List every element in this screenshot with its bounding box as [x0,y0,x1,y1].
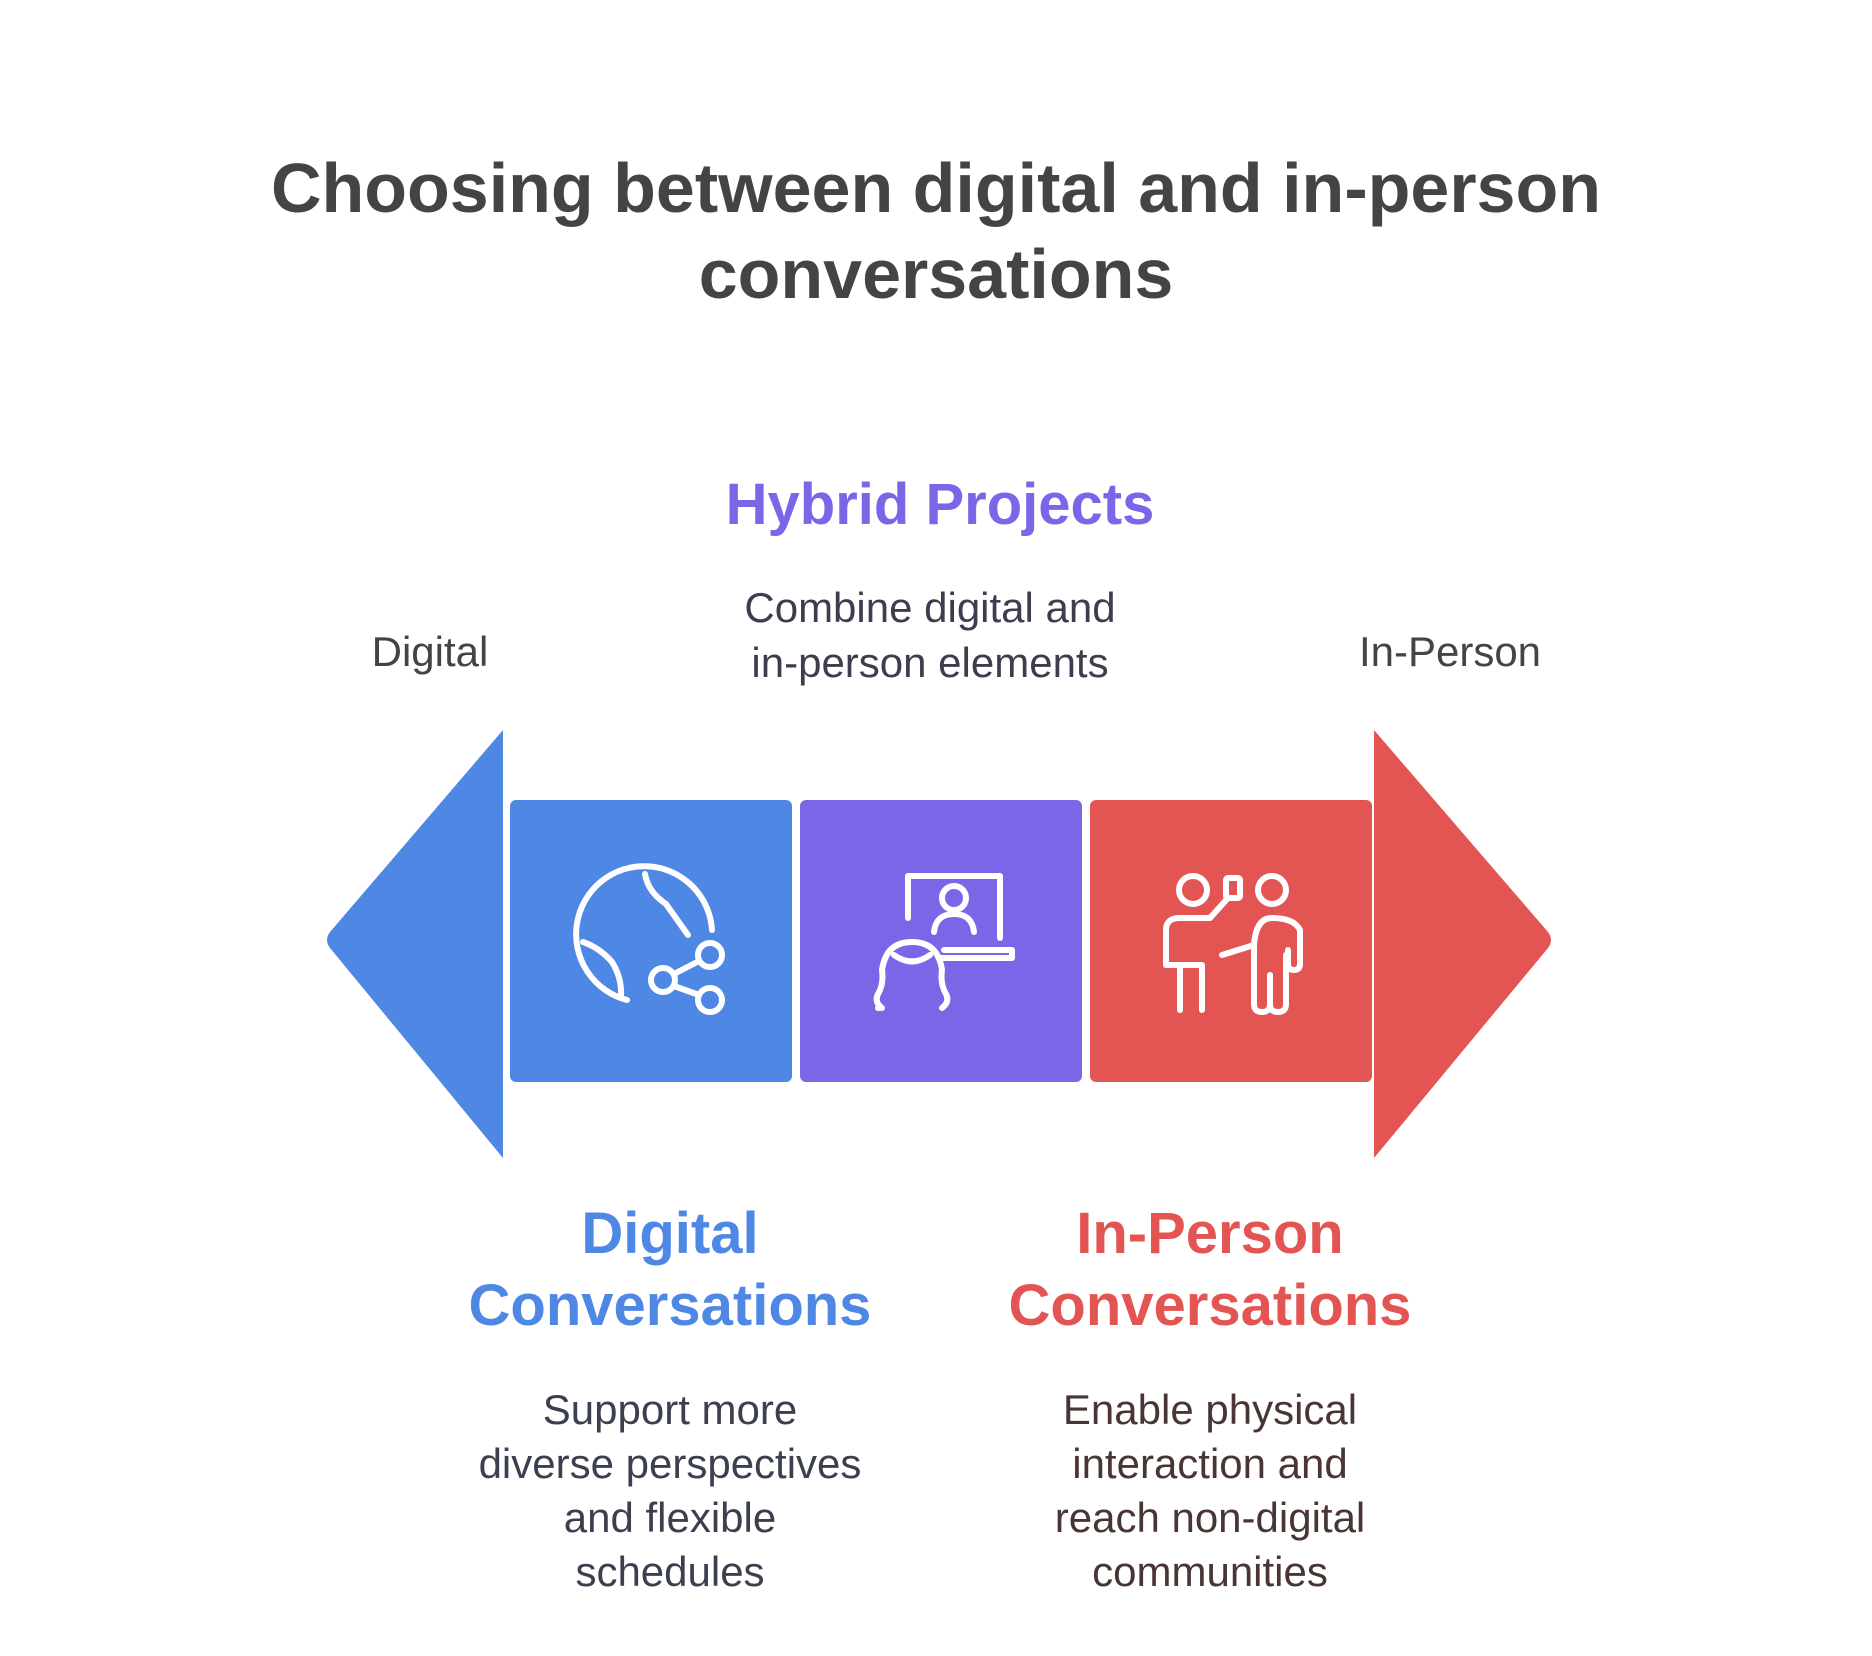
hybrid-desc-line-2: in-person elements [751,639,1109,686]
inperson-desc-line: communities [1092,1548,1328,1595]
hybrid-projects-description: Combine digital and in-person elements [640,580,1220,690]
digital-box [510,800,792,1082]
inperson-title-line-2: Conversations [1008,1273,1412,1338]
digital-arrowhead [327,730,503,1158]
hybrid-projects-title: Hybrid Projects [725,472,1155,537]
spectrum-right-label: In-Person [1358,628,1542,675]
digital-desc-line: and flexible [563,1494,777,1541]
inperson-conversations-title: In-Person Conversations [930,1198,1490,1342]
title-line-2: conversations [698,235,1174,313]
digital-title-line-2: Conversations [468,1273,872,1338]
inperson-title-line-1: In-Person [1076,1201,1344,1266]
digital-conversations-title: Digital Conversations [390,1198,950,1342]
inperson-conversations-description: Enable physical interaction and reach no… [950,1383,1470,1599]
inperson-desc-line: Enable physical [1062,1386,1358,1433]
digital-title-line-1: Digital [581,1201,759,1266]
person-at-laptop-video-call-icon [873,873,1015,1011]
digital-desc-line: schedules [575,1548,765,1595]
inperson-desc-line: interaction and [1072,1440,1348,1487]
digital-conversations-description: Support more diverse perspectives and fl… [410,1383,930,1599]
title-line-1: Choosing between digital and in-person [270,149,1602,227]
hybrid-desc-line-1: Combine digital and [744,584,1116,631]
inperson-arrowhead [1374,730,1551,1158]
hybrid-box [800,800,1082,1082]
digital-desc-line: diverse perspectives [478,1440,862,1487]
page-title: Choosing between digital and in-person c… [0,145,1872,317]
inperson-desc-line: reach non-digital [1054,1494,1366,1541]
spectrum-left-label: Digital [371,628,489,675]
digital-desc-line: Support more [542,1386,798,1433]
inperson-box [1090,800,1372,1082]
presenter-audience-icon [1163,873,1303,1015]
globe-share-icon [573,863,725,1015]
